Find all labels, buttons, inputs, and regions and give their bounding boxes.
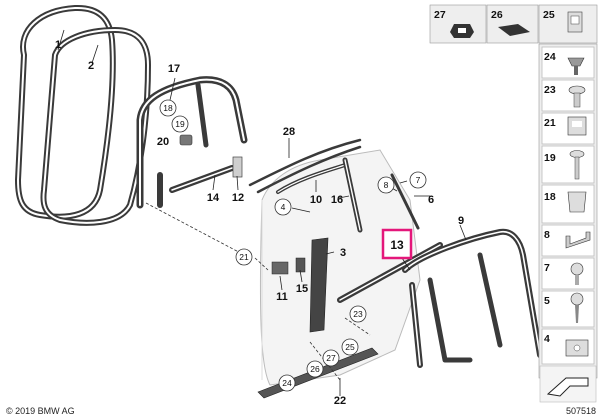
callout-6: 6 [428,194,434,206]
part-25-top-label: 25 [543,9,555,21]
part-24-label: 24 [544,51,556,63]
part-21-label: 21 [544,117,556,129]
callout-1: 1 [55,39,61,51]
roof-strip-28 [248,138,362,194]
callout-7: 7 [409,171,427,189]
callout-9: 9 [458,215,464,227]
callout-28: 28 [283,126,295,138]
callout-3: 3 [340,247,346,259]
callout-2: 2 [88,60,94,72]
part-19-label: 19 [544,152,556,164]
callout-10: 10 [310,194,322,206]
svg-text:7: 7 [416,175,421,185]
callout-17: 17 [168,63,180,75]
door-seal-inner [40,27,151,226]
callout-12: 12 [232,192,244,204]
clip-20 [179,134,193,146]
trim-strip-14 [169,165,235,193]
part-23-icon [568,85,586,108]
part-25-top-icon [567,11,583,33]
part-24-icon [567,57,585,75]
strip-13 [337,242,443,303]
part-23-label: 23 [544,84,556,96]
svg-text:8: 8 [384,180,389,190]
callout-18: 18 [159,99,177,117]
svg-text:25: 25 [345,342,355,352]
parts-top-row: 27 26 25 [429,4,598,44]
svg-text:24: 24 [282,378,292,388]
clip-12 [232,156,243,178]
callout-11: 11 [276,291,288,303]
callout-23: 23 [349,305,367,323]
part-26-label: 26 [491,9,503,21]
callout-25: 25 [341,338,359,356]
svg-text:21: 21 [239,252,249,262]
part-27-label: 27 [434,9,446,21]
part-5-label: 5 [544,295,550,307]
callout-14: 14 [207,192,220,204]
part-19-icon [569,150,585,180]
clip-8 [390,173,420,230]
callout-24: 24 [278,374,296,392]
copyright-text: © 2019 BMW AG [6,406,75,416]
svg-text:27: 27 [326,353,336,363]
part-21-icon [567,116,587,136]
part-4-icon [565,339,589,357]
pillar-3 [309,237,329,333]
svg-text:23: 23 [353,309,363,319]
callout-13-highlight[interactable]: 13 [381,228,413,260]
svg-text:4: 4 [281,202,286,212]
door-seal-outer [15,4,116,220]
callout-19: 19 [171,115,189,133]
svg-text:18: 18 [163,103,173,113]
callout-15: 15 [296,283,308,295]
part-27-icon [450,24,474,38]
callout-27: 27 [322,349,340,367]
part-8-label: 8 [544,229,550,241]
part-18-icon [567,191,587,213]
callout-4: 4 [274,198,292,216]
svg-text:13: 13 [390,238,404,252]
callout-21: 21 [235,248,253,266]
part-8-icon [565,231,591,249]
diagram-number: 507518 [566,406,596,416]
direction-arrow-icon [539,365,597,403]
channel-10 [276,163,347,194]
part-26-icon [498,24,530,36]
svg-text:19: 19 [175,119,185,129]
parts-column: 24 23 21 19 18 8 [538,43,598,403]
callout-22: 22 [334,395,346,407]
part-4-label: 4 [544,333,550,345]
part-18-label: 18 [544,191,556,203]
handle-11 [271,261,289,275]
part-7-icon [570,262,584,285]
clip-15 [295,257,306,273]
window-frame-9 [402,228,543,368]
callout-20: 20 [157,136,169,148]
part-7-label: 7 [544,262,550,274]
window-frame-trim [136,76,248,209]
callout-26: 26 [306,360,324,378]
channel-16 [342,157,363,233]
part-5-icon [570,292,584,323]
callout-16: 16 [331,194,343,206]
callout-8: 8 [377,176,395,194]
svg-text:26: 26 [310,364,320,374]
